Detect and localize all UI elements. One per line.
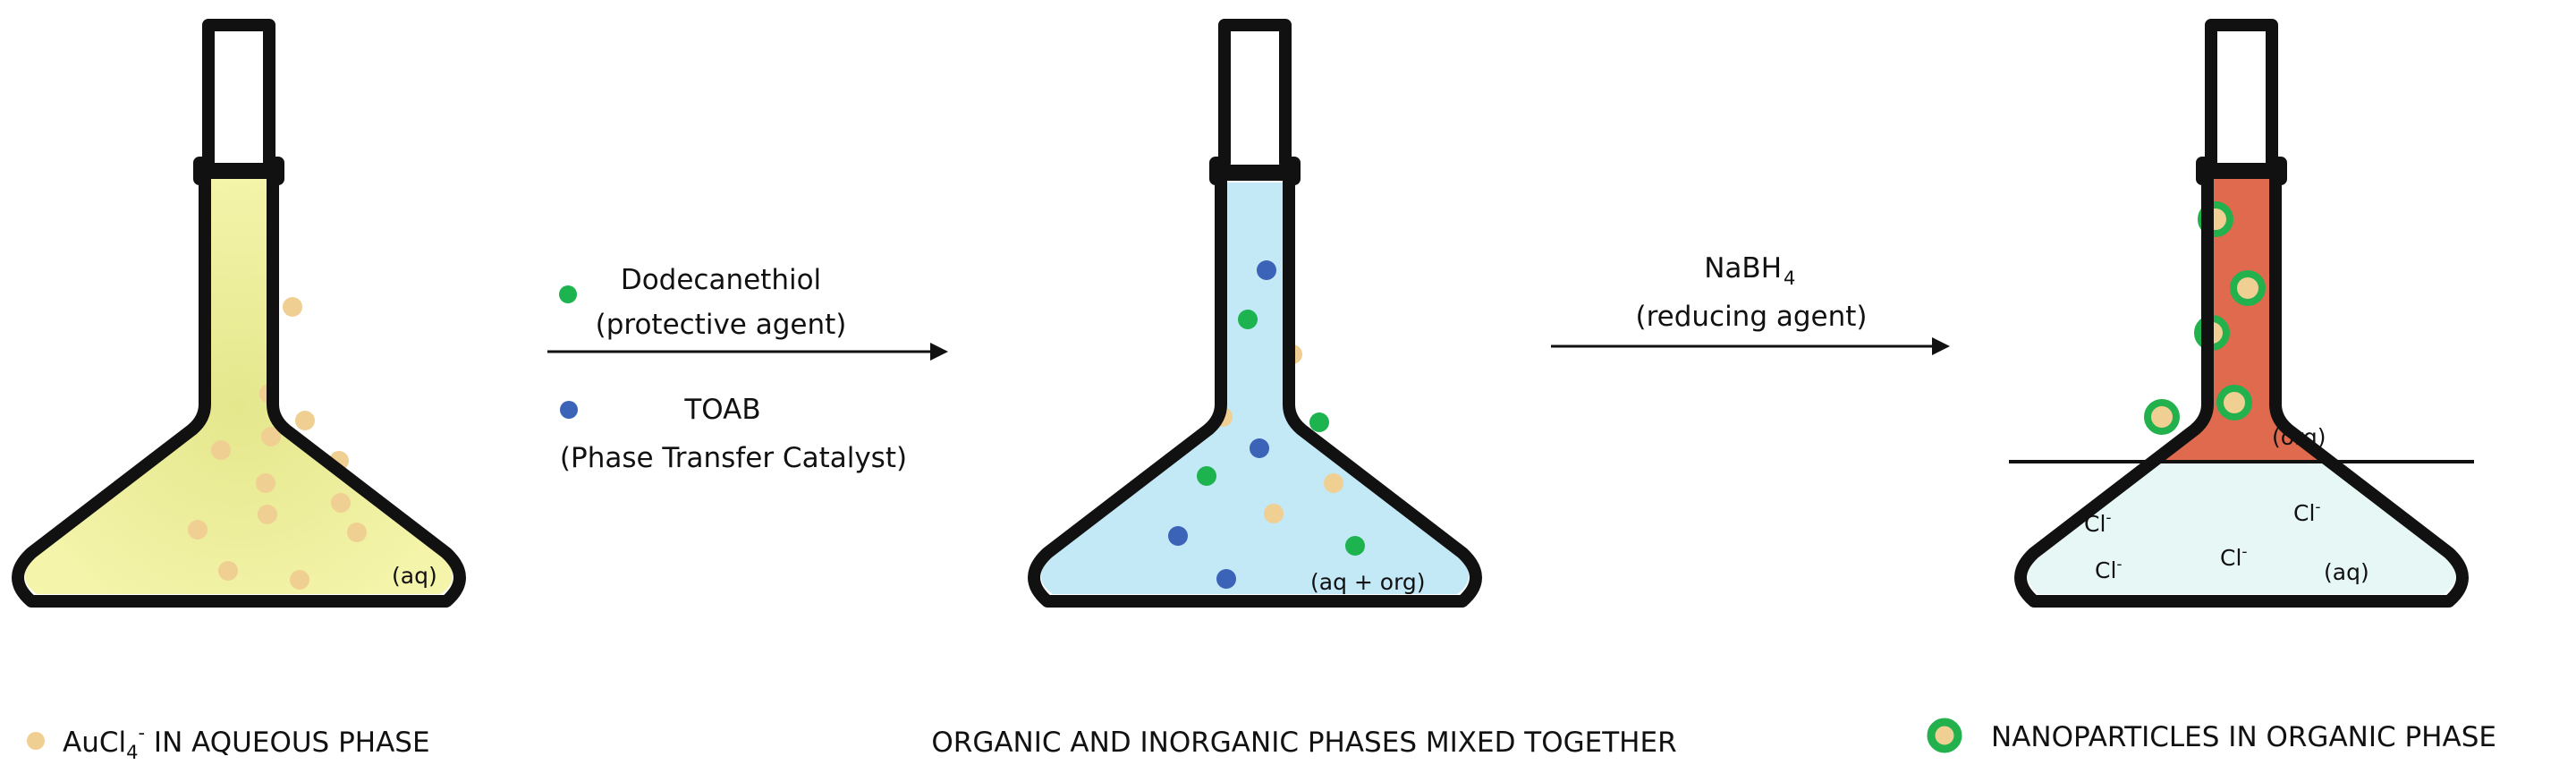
caption-middle: ORGANIC AND INORGANIC PHASES MIXED TOGET… bbox=[931, 727, 1676, 759]
au-particle bbox=[283, 297, 302, 317]
flask-mixed-phase-label: (aq + org) bbox=[1310, 569, 1426, 595]
au-particle bbox=[290, 570, 309, 590]
au-particle bbox=[347, 523, 367, 542]
flask-mixed-outline bbox=[1028, 19, 1482, 608]
caption-left: AuCl4- IN AQUEOUS PHASE bbox=[63, 722, 430, 763]
arrow-step-1-head bbox=[930, 343, 948, 361]
toab-role: (Phase Transfer Catalyst) bbox=[560, 442, 907, 474]
nanoparticle bbox=[2216, 385, 2252, 421]
toab-molecule bbox=[1257, 260, 1276, 280]
aqueous-phase-bottom bbox=[2028, 462, 2455, 594]
thiol-molecule bbox=[1345, 536, 1365, 556]
toab-molecule bbox=[1168, 526, 1188, 546]
nanoparticle-legend-ring bbox=[1927, 718, 1962, 753]
organic-phase-label: (org) bbox=[2272, 424, 2326, 450]
reaction-step-1: Dodecanethiol (protective agent) TOAB (P… bbox=[547, 264, 948, 474]
mixed-phase-liquid bbox=[1041, 183, 1469, 594]
arrow-step-2-head bbox=[1932, 337, 1950, 355]
aqueous-phase-liquid bbox=[25, 177, 453, 594]
nanoparticle bbox=[2144, 399, 2180, 435]
caption-right: NANOPARTICLES IN ORGANIC PHASE bbox=[1991, 721, 2496, 753]
au-particle bbox=[258, 505, 277, 524]
flask-aqueous-outline bbox=[12, 19, 466, 608]
flask-separated: (org) (aq) Cl- Cl- Cl- Cl- bbox=[2009, 19, 2474, 608]
toab-molecule bbox=[1250, 438, 1269, 458]
au-particle bbox=[256, 473, 275, 493]
toab-legend-dot bbox=[560, 401, 578, 419]
flask-aqueous-phase-label: (aq) bbox=[392, 563, 437, 589]
au-particle bbox=[211, 440, 231, 460]
nanoparticle bbox=[2230, 270, 2266, 306]
au-particle bbox=[218, 561, 238, 581]
thiol-molecule bbox=[1238, 310, 1258, 329]
flasks-group: (aq) (aq + org) (org) (aq) Cl- Cl- Cl- Cl- bbox=[12, 19, 2474, 608]
chloride-ion: Cl- bbox=[2095, 556, 2123, 583]
chloride-ion: Cl- bbox=[2220, 543, 2248, 571]
au-particle bbox=[261, 427, 281, 446]
reducer-name: NaBH bbox=[1704, 252, 1782, 285]
au-particle bbox=[1264, 504, 1284, 523]
flask-mixed: (aq + org) bbox=[1028, 19, 1482, 608]
thiol-name: Dodecanethiol bbox=[621, 264, 821, 296]
au-particle bbox=[188, 520, 208, 540]
flask-aqueous: (aq) bbox=[12, 19, 466, 608]
thiol-molecule bbox=[1309, 412, 1329, 432]
aqueous-phase-label: (aq) bbox=[2324, 559, 2369, 585]
thiol-molecule bbox=[1197, 466, 1216, 486]
thiol-role: (protective agent) bbox=[596, 309, 847, 341]
thiol-legend-dot bbox=[559, 285, 577, 303]
reducer-subscript: 4 bbox=[1784, 268, 1795, 289]
au-legend-dot bbox=[27, 732, 45, 750]
chloride-ion: Cl- bbox=[2293, 498, 2321, 526]
flask-separated-outline bbox=[2014, 19, 2469, 608]
au-particle bbox=[331, 493, 351, 513]
reducer-role: (reducing agent) bbox=[1635, 301, 1867, 333]
au-particle bbox=[295, 411, 315, 430]
reaction-step-2: NaBH 4 (reducing agent) bbox=[1551, 252, 1950, 355]
toab-name: TOAB bbox=[683, 394, 760, 426]
chloride-ion: Cl- bbox=[2084, 509, 2112, 537]
toab-molecule bbox=[1216, 569, 1236, 589]
au-particle bbox=[1324, 473, 1343, 493]
bottom-captions: AuCl4- IN AQUEOUS PHASE ORGANIC AND INOR… bbox=[27, 718, 2496, 763]
